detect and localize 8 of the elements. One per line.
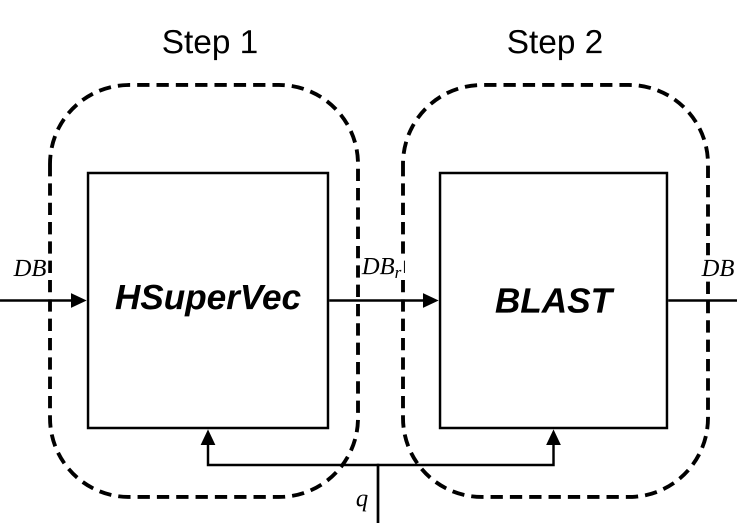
edge-label: DB [12,258,48,278]
node-label: Step 2 [508,30,602,60]
process-box: HSuperVec [86,172,330,430]
process-box: BLAST [438,172,668,430]
edge-label: DB [700,258,736,278]
edge-label: DB$_{r}$ [360,256,404,280]
edge-label: q [354,492,370,514]
node-label: Step 1 [163,30,257,60]
